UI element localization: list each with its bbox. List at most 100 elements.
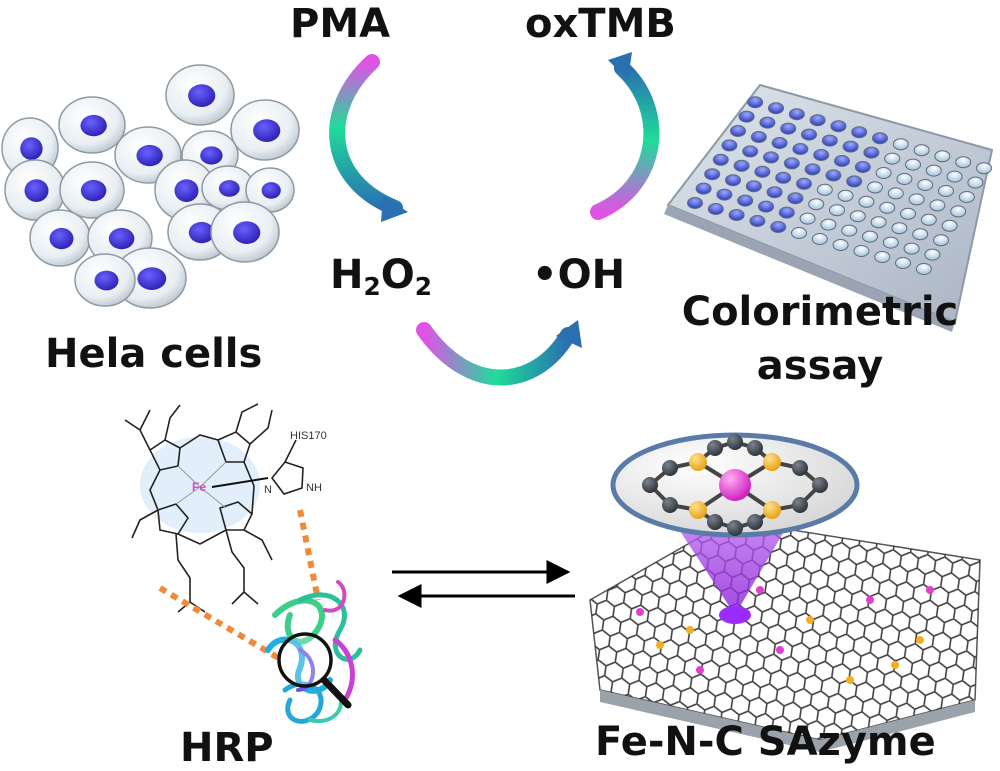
- cycle-arrow-h2o2-to-oh: [416, 320, 582, 386]
- plate-well: [704, 168, 721, 181]
- hela-cell: [210, 201, 280, 263]
- equilibrium-arrows: [392, 560, 575, 608]
- plate-well: [872, 132, 888, 145]
- plate-well: [882, 236, 899, 249]
- plate-well: [887, 187, 904, 200]
- dopant-atom: [696, 666, 704, 674]
- plate-well: [834, 155, 850, 167]
- plate-well: [917, 179, 934, 191]
- plate-well: [738, 110, 755, 123]
- plate-well: [808, 198, 825, 211]
- dopant-atom: [846, 676, 854, 684]
- cycle-arrow-pma-to-h2o2: [329, 54, 408, 222]
- plate-well: [874, 251, 891, 263]
- plate-well: [759, 116, 776, 129]
- plate-well: [841, 224, 858, 237]
- dopant-atom: [756, 586, 764, 594]
- plate-well: [820, 218, 837, 231]
- dopant-atom: [656, 641, 664, 649]
- plate-well: [832, 239, 849, 251]
- h2o2-o: O: [380, 252, 415, 298]
- hela-cells-cluster: [1, 64, 300, 309]
- plate-well: [728, 209, 745, 221]
- plate-well: [934, 150, 951, 163]
- plate-well: [854, 161, 871, 173]
- plate-well: [801, 128, 817, 141]
- plate-well: [816, 183, 833, 196]
- label-h2o2: H2O2: [330, 252, 432, 299]
- hela-cell: [165, 64, 235, 126]
- plate-well: [846, 175, 863, 188]
- plate-well: [763, 151, 779, 164]
- plate-well: [796, 177, 812, 190]
- label-oh-radical: •OH: [532, 252, 626, 298]
- plate-well: [929, 199, 946, 212]
- dopant-atom: [866, 596, 874, 604]
- plate-well: [895, 257, 911, 269]
- plate-well: [825, 169, 842, 182]
- plate-well: [737, 194, 754, 207]
- plate-well: [687, 197, 703, 209]
- plate-well: [745, 180, 762, 193]
- plate-well: [938, 185, 954, 197]
- plate-well: [768, 102, 784, 115]
- plate-well: [862, 230, 878, 243]
- plate-well: [749, 215, 766, 227]
- plate-well: [780, 122, 797, 135]
- label-fe-atom: Fe: [192, 480, 207, 494]
- plate-well: [900, 207, 916, 220]
- plate-well: [853, 245, 870, 257]
- plate-well: [829, 204, 845, 217]
- label-nh-group: NH: [306, 482, 322, 494]
- plate-well: [955, 156, 972, 169]
- plate-well: [783, 157, 800, 170]
- hrp-protein-ribbon: [265, 580, 363, 724]
- plate-well: [791, 227, 807, 239]
- plate-well: [875, 167, 892, 179]
- hela-cell: [59, 161, 125, 219]
- plate-well: [695, 182, 712, 195]
- plate-well: [870, 216, 887, 229]
- microplate: [664, 83, 994, 332]
- plate-well: [858, 195, 875, 208]
- plate-well: [730, 125, 746, 137]
- hela-cell: [113, 247, 187, 309]
- plate-well: [770, 221, 787, 233]
- label-assay: assay: [756, 343, 884, 389]
- plate-well: [758, 200, 774, 213]
- plate-well: [976, 162, 992, 175]
- fe-n4-active-site-zoom: [610, 432, 860, 538]
- plate-well: [925, 164, 942, 177]
- label-colorimetric: Colorimetric: [681, 289, 959, 335]
- plate-well: [811, 233, 828, 245]
- hela-cell: [29, 209, 91, 267]
- dopant-atom: [926, 586, 934, 594]
- heme-structure: [124, 403, 321, 663]
- plate-well: [837, 189, 854, 202]
- plate-well: [804, 163, 821, 176]
- plate-well: [924, 248, 941, 261]
- h2o2-h: H: [330, 252, 364, 298]
- plate-well: [958, 191, 975, 203]
- plate-well: [742, 145, 759, 158]
- plate-well: [766, 186, 783, 199]
- hela-cell: [74, 253, 136, 307]
- plate-well: [903, 242, 920, 255]
- plate-well: [908, 193, 925, 206]
- plate-well: [747, 96, 764, 109]
- plate-well: [913, 144, 930, 157]
- plate-well: [775, 171, 792, 184]
- plate-well: [933, 234, 949, 247]
- dopant-atom: [776, 646, 784, 654]
- plate-well: [787, 192, 804, 205]
- label-hela-cells: Hela cells: [45, 331, 263, 377]
- plate-well: [912, 228, 929, 241]
- plate-well: [821, 134, 838, 147]
- plate-well: [842, 140, 859, 153]
- plate-well: [799, 212, 816, 225]
- plate-well: [920, 213, 937, 226]
- plate-well: [707, 203, 724, 215]
- dopant-atom: [916, 636, 924, 644]
- label-sazyme: Fe-N-C SAzyme: [595, 719, 936, 765]
- plate-well: [750, 131, 767, 143]
